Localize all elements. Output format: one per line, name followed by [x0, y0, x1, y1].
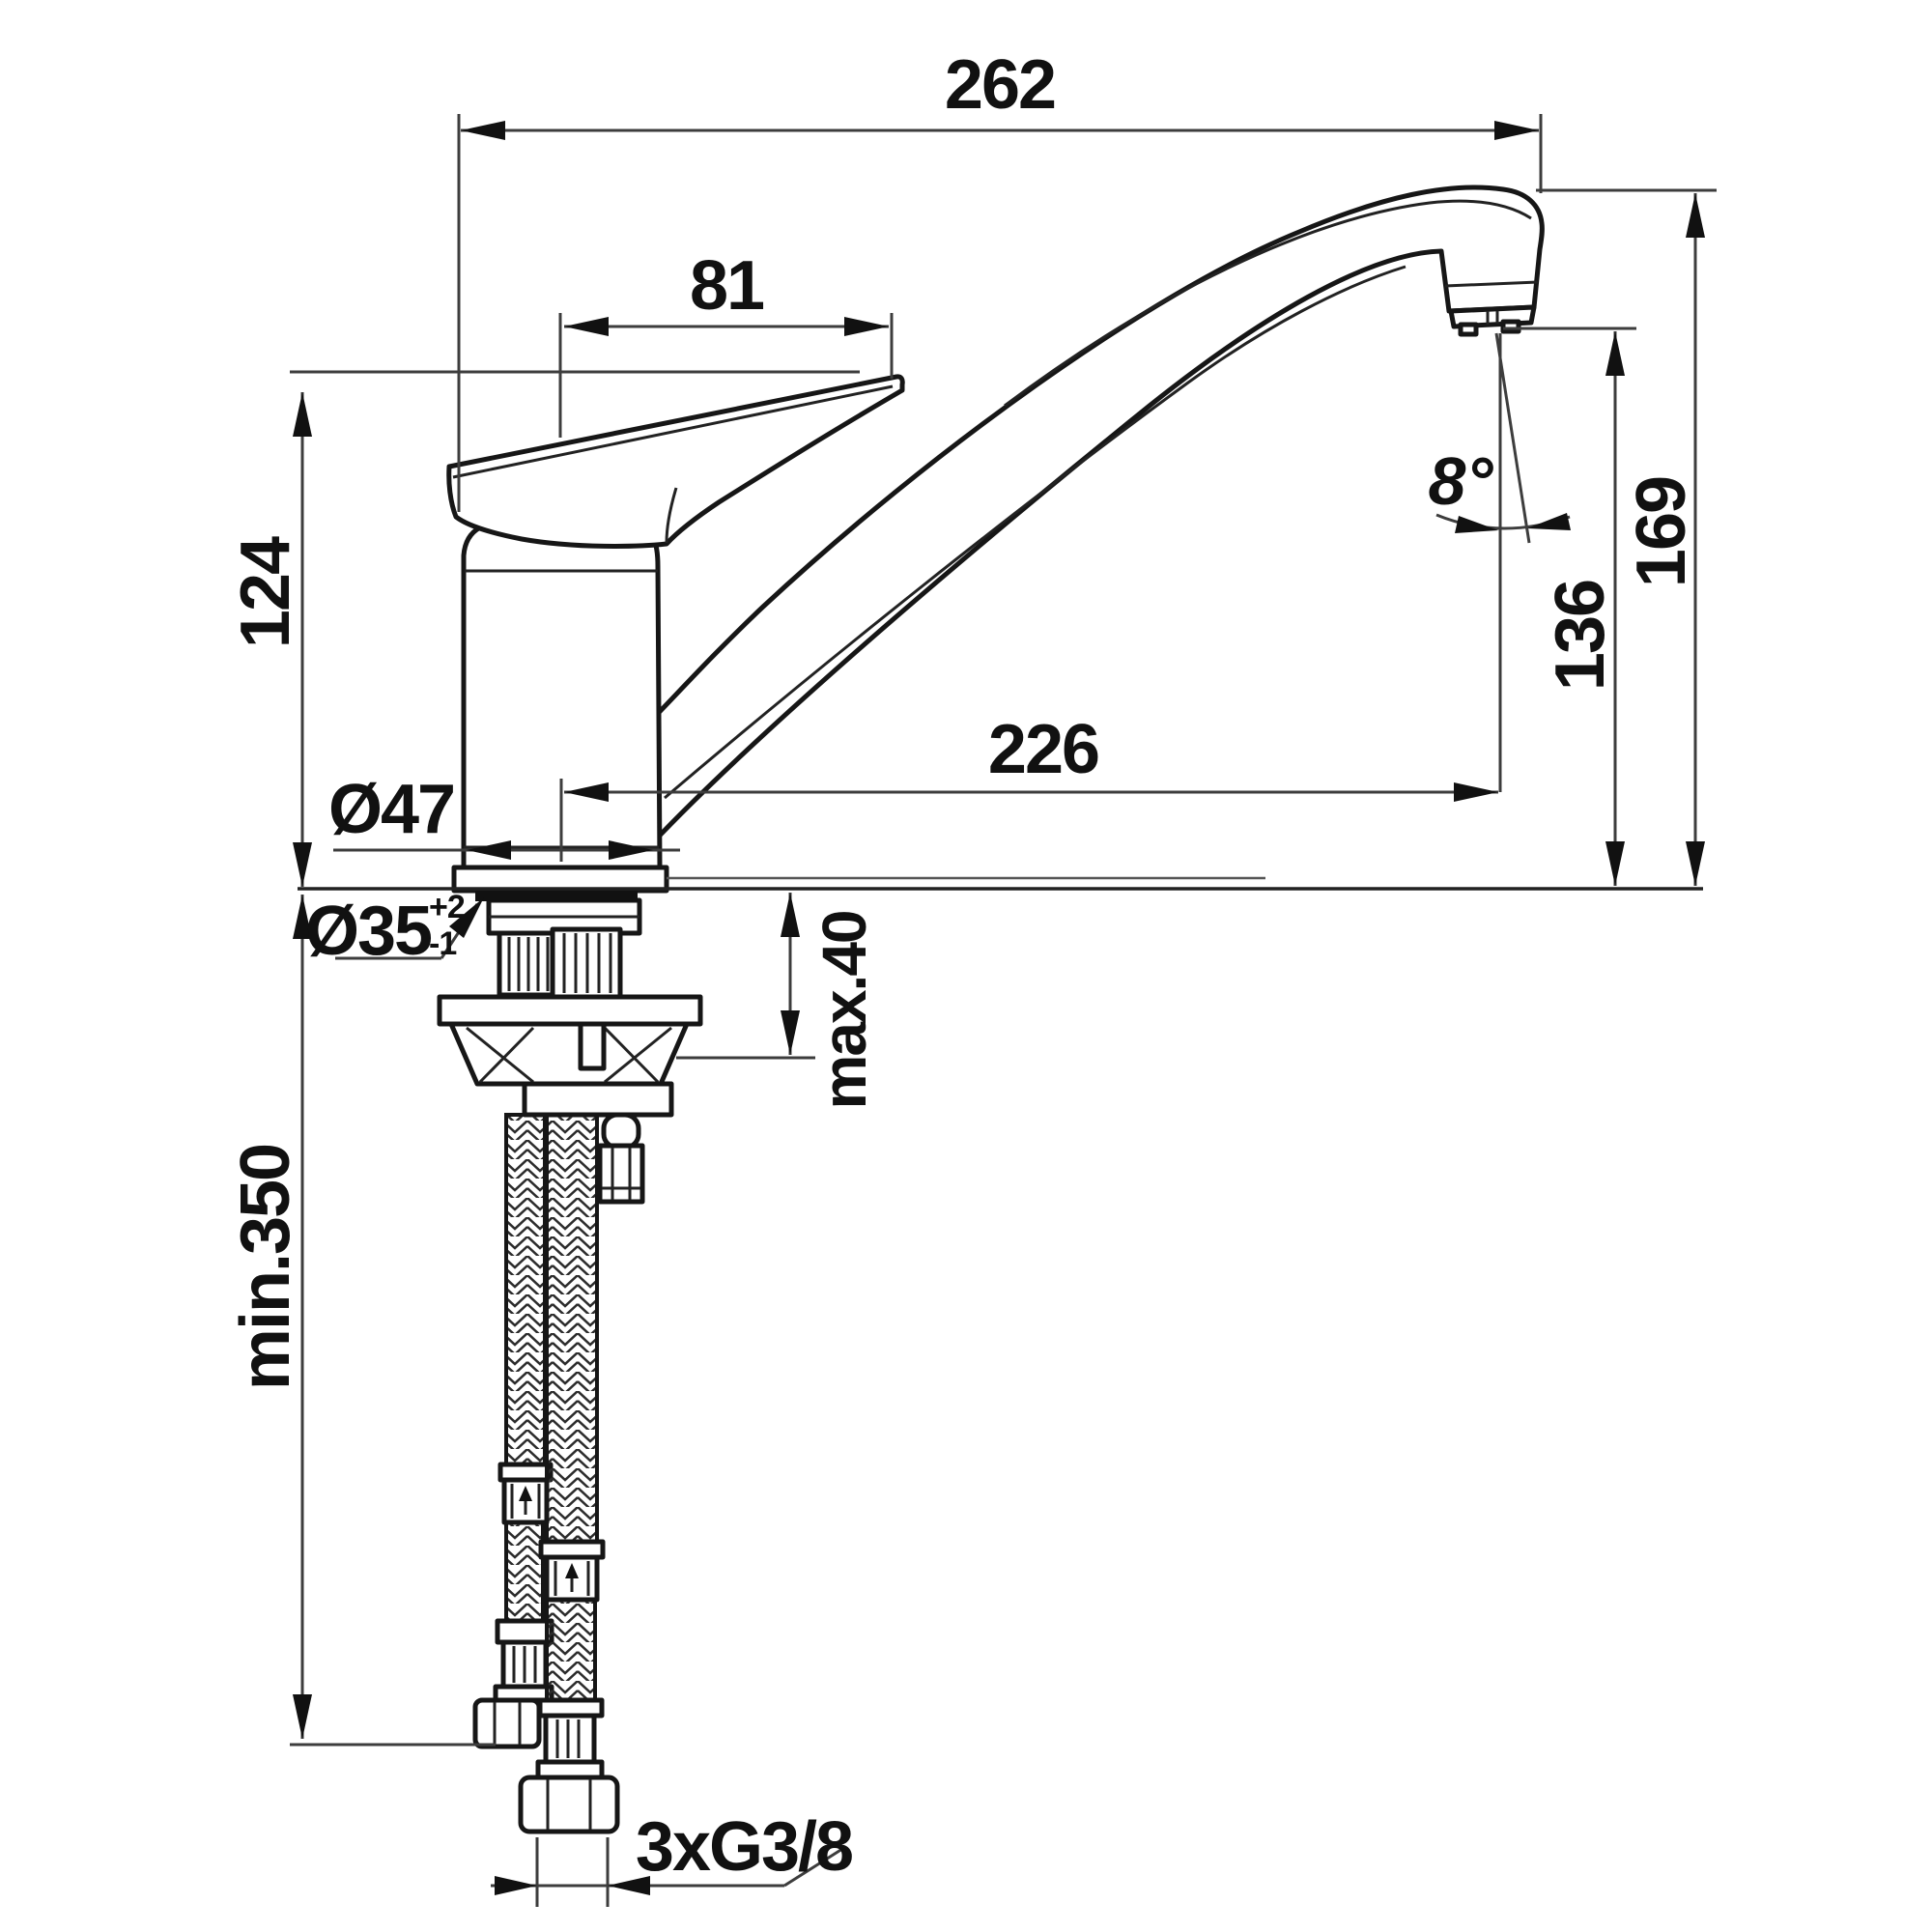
spout-top-line — [1004, 199, 1532, 408]
dim-connections: 3xG3/8 — [491, 1808, 854, 1907]
lever-edge-line — [452, 384, 894, 479]
dim-outlet-angle: 8° — [1429, 332, 1571, 792]
dim-label-8deg: 8° — [1429, 443, 1494, 519]
dim-label-169: 169 — [1623, 477, 1700, 587]
supply-hose-left — [472, 1113, 554, 1749]
lever-crease — [665, 487, 678, 544]
dim-label-min350: min.350 — [227, 1145, 304, 1390]
dim-hole-diameter: Ø35 +2 -1 — [305, 889, 484, 970]
spout-face-line — [664, 265, 1406, 800]
side-connection-fitting — [597, 1112, 645, 1205]
dim-label-o47: Ø47 — [328, 771, 454, 848]
lever-outline — [446, 374, 905, 549]
base-flange — [451, 865, 669, 894]
faucet-body — [451, 525, 669, 901]
dim-label-o35-plus: +2 — [429, 889, 465, 925]
dim-label-o35-minus: -1 — [429, 925, 456, 962]
aerator-seam — [1444, 280, 1539, 288]
hose-crimp-left — [501, 1477, 550, 1525]
dim-label-81: 81 — [690, 247, 764, 325]
hose-thread-right — [543, 1713, 597, 1765]
bracket-base — [522, 1081, 674, 1118]
horseshoe-bracket — [448, 1021, 690, 1087]
threaded-shank — [497, 926, 623, 1000]
dim-overall-width: 262 — [457, 46, 1543, 512]
supply-hose-right — [518, 1113, 620, 1834]
dim-label-o35: Ø35 — [305, 893, 432, 970]
hose-nut-left — [472, 1697, 542, 1749]
hose-nut-right — [518, 1775, 620, 1834]
aerator — [1448, 304, 1537, 337]
dim-label-262: 262 — [945, 46, 1055, 124]
dim-label-136: 136 — [1542, 581, 1619, 691]
handle-lever — [446, 374, 905, 549]
dim-deck-thickness: max.40 — [676, 893, 879, 1110]
dim-hose-length: min.350 — [227, 895, 496, 1747]
dim-height-to-handle: 124 — [227, 370, 860, 887]
dim-label-3xg38: 3xG3/8 — [636, 1808, 852, 1886]
countertop — [298, 876, 1703, 891]
dim-handle-reach: 81 — [558, 247, 894, 438]
dim-spout-reach: 226 — [559, 711, 1498, 862]
dim-outlet-height: 136 — [1503, 327, 1636, 886]
dim-body-diameter: Ø47 — [328, 771, 680, 860]
clamp-plate — [437, 994, 703, 1027]
spout — [642, 185, 1545, 845]
dim-label-226: 226 — [988, 711, 1098, 788]
braided-hose-section — [545, 1113, 599, 1544]
braided-hose-section — [504, 1113, 547, 1466]
mounting-hardware — [437, 897, 703, 1205]
dim-total-height: 169 — [1536, 188, 1717, 886]
dim-label-124: 124 — [227, 536, 304, 648]
hose-crimp-right — [544, 1554, 600, 1603]
hose-thread-left — [500, 1639, 549, 1690]
base-seal — [475, 891, 638, 901]
dim-label-max40: max.40 — [810, 911, 879, 1109]
